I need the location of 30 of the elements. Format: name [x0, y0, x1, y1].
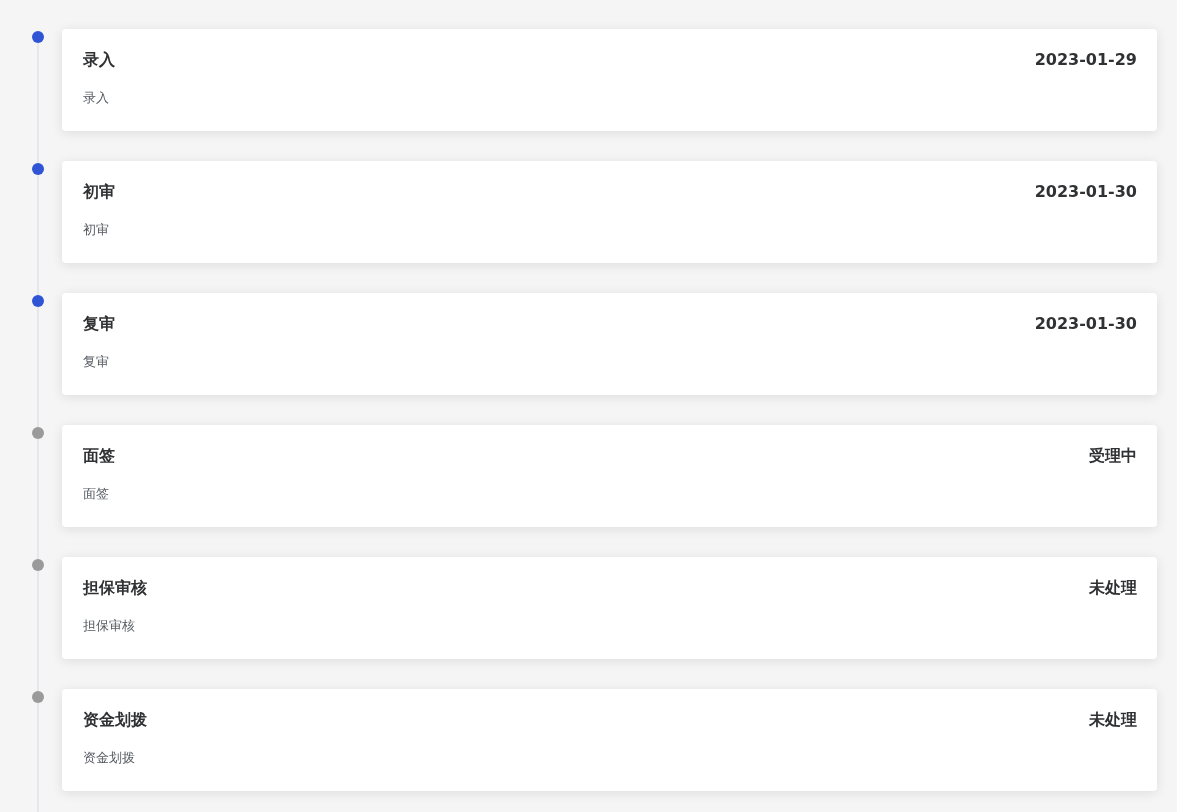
step-title: 资金划拨 [83, 709, 147, 731]
timeline-card [62, 293, 1157, 395]
timeline-card [62, 425, 1157, 527]
step-description: 复审 [83, 353, 109, 371]
step-description: 资金划拨 [83, 749, 135, 767]
timeline-dot [32, 295, 44, 307]
step-status: 未处理 [1089, 709, 1137, 731]
step-description: 担保审核 [83, 617, 135, 635]
timeline-card [62, 689, 1157, 791]
step-status: 未处理 [1089, 577, 1137, 599]
step-status: 受理中 [1089, 445, 1137, 467]
step-title: 初审 [83, 181, 115, 203]
step-description: 录入 [83, 89, 109, 107]
timeline-card [62, 29, 1157, 131]
timeline-card [62, 557, 1157, 659]
step-status: 2023-01-30 [1034, 313, 1137, 335]
step-title: 面签 [83, 445, 115, 467]
step-status: 2023-01-29 [1034, 49, 1137, 71]
step-title: 复审 [83, 313, 115, 335]
timeline-dot [32, 163, 44, 175]
step-title: 担保审核 [83, 577, 147, 599]
timeline-dot [32, 691, 44, 703]
step-description: 面签 [83, 485, 109, 503]
timeline-dot [32, 31, 44, 43]
timeline-card [62, 161, 1157, 263]
step-description: 初审 [83, 221, 109, 239]
timeline-dot [32, 559, 44, 571]
step-title: 录入 [83, 49, 115, 71]
step-status: 2023-01-30 [1034, 181, 1137, 203]
timeline-dot [32, 427, 44, 439]
